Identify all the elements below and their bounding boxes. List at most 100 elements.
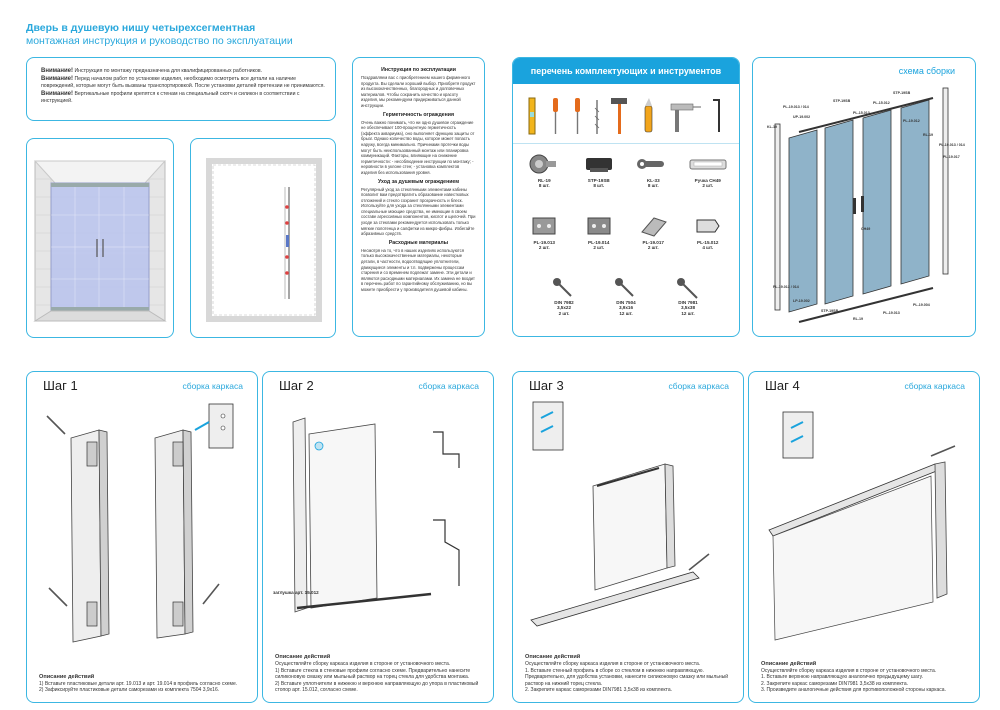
screwdriver-icon — [46, 415, 66, 435]
screw-icon — [688, 553, 710, 571]
scheme-label-13: LP-19.002 — [793, 299, 810, 303]
scheme-label-3: UP-19.002 — [793, 115, 810, 119]
top-view-drawing — [206, 158, 322, 322]
parts-list-card: перечень комплектующих и инструментов RL… — [512, 57, 740, 337]
step-4-subtitle: сборка каркаса — [904, 381, 965, 391]
scheme-label-7: RL-19 — [923, 133, 933, 137]
hammer-icon — [611, 98, 627, 134]
step-3-card: Шаг 3 сборка каркаса Описание действий О… — [512, 371, 744, 703]
scheme-label-9: PL-19.013 / 014 — [939, 143, 965, 147]
stopper-icon — [585, 158, 612, 172]
warning-3: Внимание! Вертикальные профили крепятся … — [41, 90, 300, 105]
warning-1: Внимание! Инструкция по монтажу предназн… — [41, 68, 263, 74]
level-icon — [528, 97, 536, 135]
parts-title: перечень комплектующих и инструментов — [513, 58, 739, 84]
care-title: Инструкция по эксплуатации — [381, 67, 456, 73]
utility-knife-icon — [644, 98, 653, 133]
scheme-label-1: STP-19SB — [833, 99, 851, 103]
care-section-title-3: Расходные материалы — [388, 239, 449, 246]
step-1-description: Описание действий 1) Вставьте пластиковы… — [39, 674, 238, 694]
step-4-illustration — [768, 411, 956, 641]
warnings-card: Внимание! Инструкция по монтажу предназн… — [26, 57, 336, 121]
care-section-text-1: Очень важно понимать, что ни одно душево… — [361, 119, 475, 175]
step-4-title: Шаг 4 — [765, 378, 800, 393]
scheme-title: схема сборки — [898, 66, 955, 76]
care-section-text-3: Несмотря на то, что в наших изделиях исп… — [361, 247, 475, 292]
scheme-label-10: PL-19.017 — [943, 155, 960, 159]
step-4-card: Шаг 4 сборка каркаса Описание действий О… — [748, 371, 980, 703]
step-2-illustration: заглушка арт. 15.012 — [273, 417, 460, 613]
hex-key-icon — [713, 99, 720, 132]
end-cap-icon — [696, 219, 720, 233]
step-2-title: Шаг 2 — [279, 378, 314, 393]
step-3-description: Описание действий Осуществляйте сборку к… — [525, 654, 729, 694]
page-subtitle: монтажная инструкция и руководство по эк… — [26, 35, 293, 47]
screw-icon — [677, 278, 698, 299]
screw-icon — [615, 278, 634, 297]
step-1-title: Шаг 1 — [43, 378, 78, 393]
screwdriver-icon — [202, 583, 220, 605]
exploded-view-diagram: PL-19.013 / 014 STP-19SB PL-15.012 UP-19… — [767, 87, 965, 323]
drill-bit-icon — [594, 100, 600, 134]
wrench-icon — [637, 159, 665, 169]
silicone-gun-icon — [670, 103, 701, 132]
screw-icon — [930, 445, 956, 457]
step-3-illustration — [530, 401, 710, 627]
callout-plug: заглушка арт. 15.012 — [273, 590, 319, 595]
scheme-label-0: PL-19.013 / 014 — [783, 105, 809, 109]
handle-icon — [689, 159, 727, 170]
page-header: Дверь в душевую нишу четырехсегментная м… — [26, 22, 293, 47]
plastic-insert-icon — [532, 217, 556, 235]
scheme-label-8: STP-19SB — [893, 91, 911, 95]
scheme-label-11: CH49 — [861, 227, 870, 231]
step-3-title: Шаг 3 — [529, 378, 564, 393]
screwdriver-icon — [48, 587, 68, 607]
assembly-scheme-card: схема сборки PL-19.013 / 014 STP-19SB PL… — [752, 57, 976, 337]
scheme-label-12: PL-19.013 / 014 — [773, 285, 799, 289]
care-instructions-card: Инструкция по эксплуатации Поздравляем в… — [352, 57, 485, 337]
page-title: Дверь в душевую нишу четырехсегментная — [26, 22, 256, 34]
screwdriver-icon — [575, 98, 580, 134]
step-1-illustration — [46, 403, 234, 643]
step-2-description: Описание действий Осуществляйте сборку к… — [275, 654, 479, 694]
care-section-title-1: Герметичность ограждения — [383, 111, 454, 118]
shower-niche-illustration — [33, 160, 167, 322]
scheme-label-5: PL-15.013 — [853, 111, 870, 115]
step-1-subtitle: сборка каркаса — [182, 381, 243, 391]
tools-row — [513, 84, 739, 144]
care-section-text-2: Регулярный уход за стеклянными элементам… — [361, 186, 476, 237]
floor-plan-card — [190, 138, 336, 338]
screw-icon — [553, 278, 572, 297]
step-1-card: Шаг 1 сборка каркаса Описание действий 1… — [26, 371, 258, 703]
care-intro: Поздравляем вас с приобретением нашего ф… — [361, 75, 476, 108]
scheme-label-15: RL-19 — [853, 317, 863, 321]
scheme-label-16: PL-19.013 — [883, 311, 900, 315]
corner-piece-icon — [641, 217, 668, 237]
scheme-label-4: PL-19.012 — [903, 119, 920, 123]
shower-render-card — [26, 138, 174, 338]
step-4-description: Описание действий Осуществляйте сборку к… — [761, 661, 946, 694]
screwdriver-icon — [553, 98, 558, 134]
step-3-subtitle: сборка каркаса — [668, 381, 729, 391]
step-2-card: Шаг 2 сборка каркаса заглушка арт. 15.01… — [262, 371, 494, 703]
scheme-label-17: PL-19.004 — [913, 303, 930, 307]
roller-icon — [529, 154, 557, 174]
warning-2: Внимание! Перед началом работ по установ… — [41, 75, 325, 90]
scheme-label-2: PL-15.012 — [873, 101, 890, 105]
care-section-title-2: Уход за душевым ограждением — [377, 178, 460, 185]
scheme-label-6: KL-19 — [767, 125, 777, 129]
plastic-insert-icon — [587, 217, 611, 235]
step-2-subtitle: сборка каркаса — [418, 381, 479, 391]
scheme-label-14: STP-19SB — [821, 309, 839, 313]
